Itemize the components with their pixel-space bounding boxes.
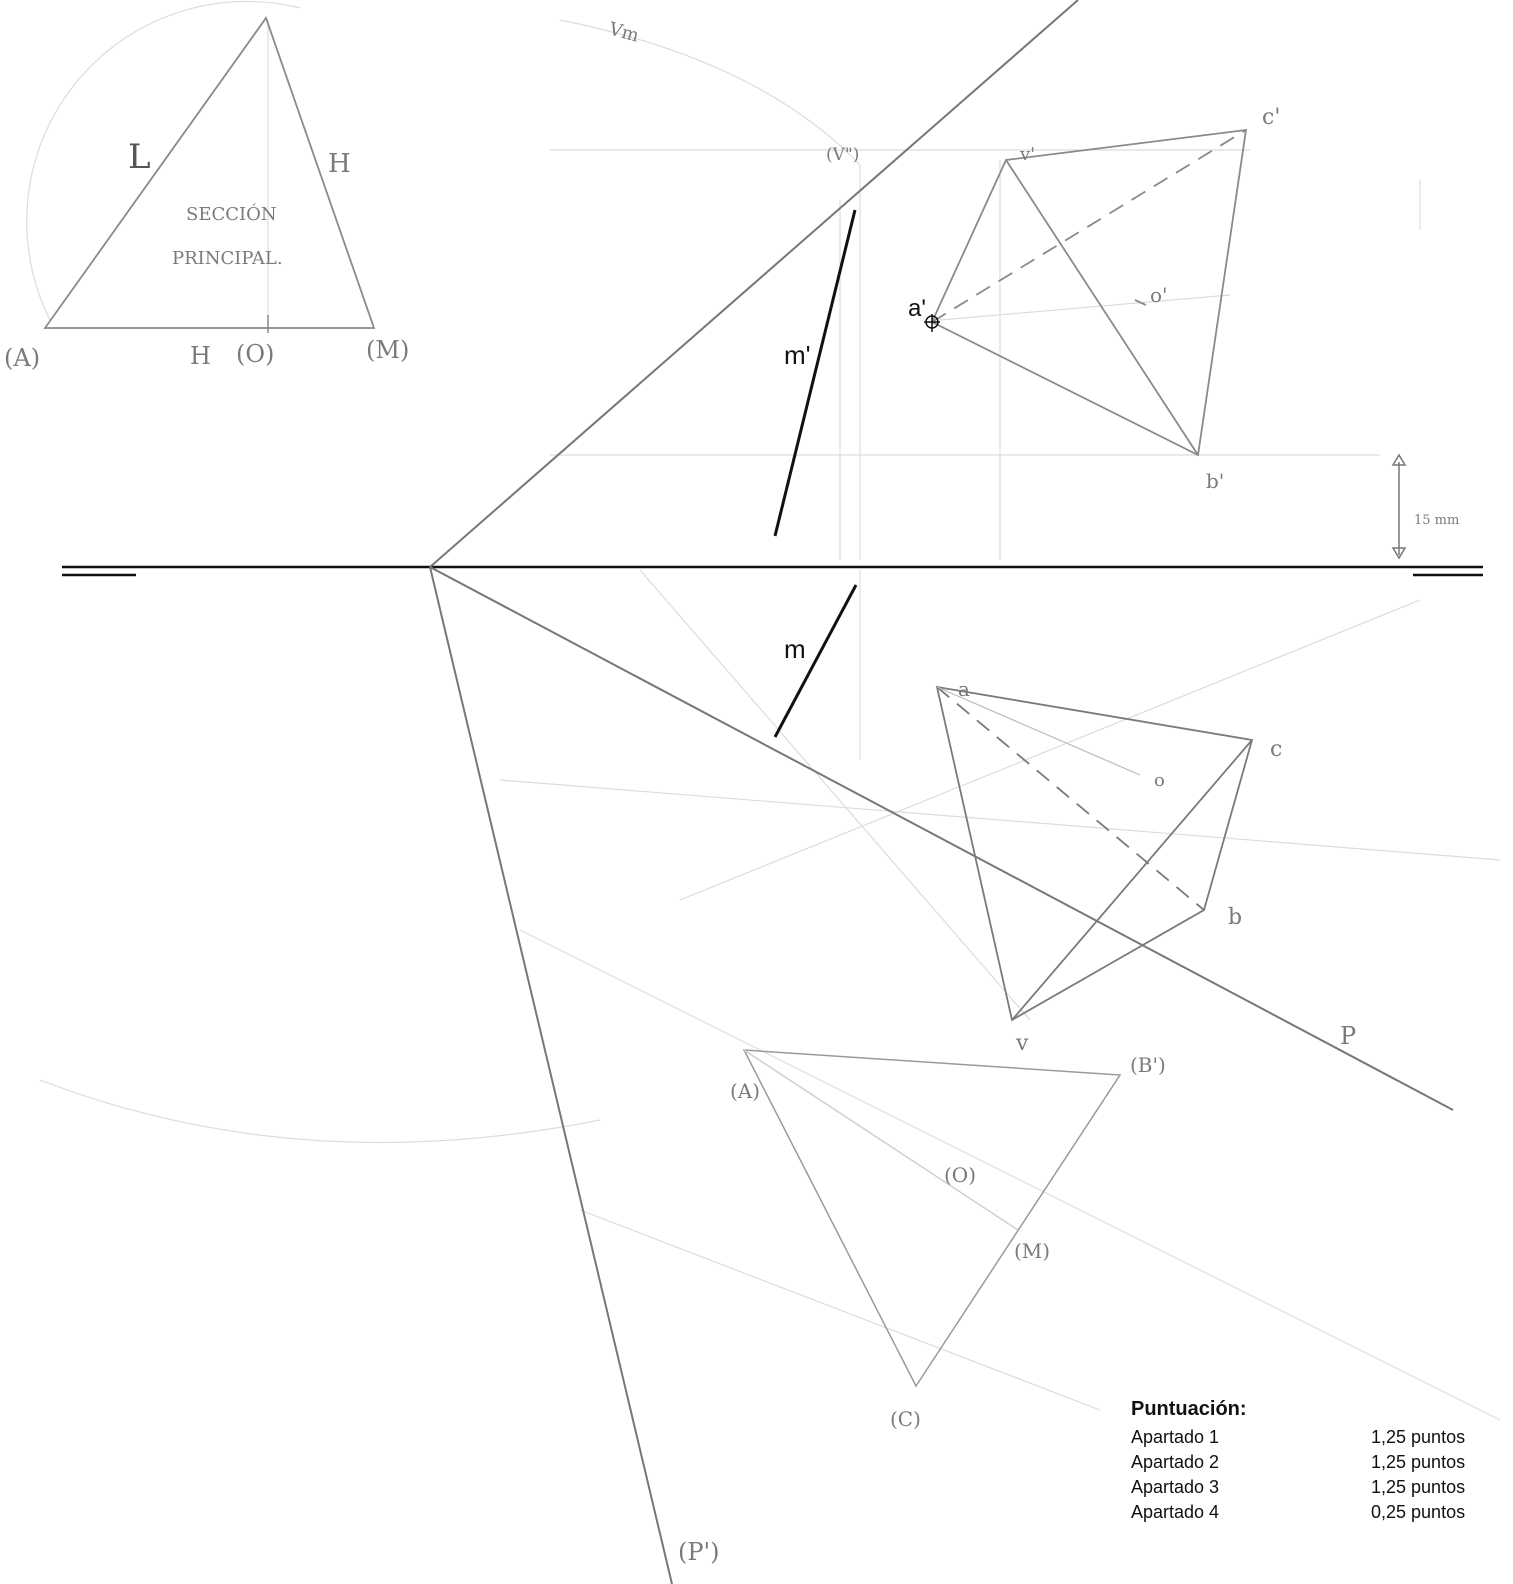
label-v-double-prime: (V")	[826, 145, 859, 165]
label-b: b	[1228, 905, 1242, 930]
label-c: c	[1270, 737, 1282, 762]
label-rO: (O)	[944, 1163, 976, 1187]
score-row-value: 0,25 puntos	[1371, 1502, 1466, 1522]
line-m-plan	[773, 584, 858, 738]
line-m	[773, 209, 858, 738]
label-rA: (A)	[730, 1079, 760, 1103]
front-view-pyramid	[924, 128, 1248, 457]
score-row-value: 1,25 puntos	[1371, 1477, 1466, 1497]
label-O: (O)	[236, 340, 274, 368]
score-table: Puntuación: Apartado 1 1,25 puntos Apart…	[1131, 1398, 1501, 1525]
plan-view-pyramid	[935, 685, 1254, 1022]
label-a: a	[958, 677, 970, 701]
label-m-prime: m'	[784, 340, 811, 370]
score-row-value: 1,25 puntos	[1371, 1427, 1466, 1447]
label-H-base: H	[190, 342, 211, 370]
score-row-label: Apartado 4	[1131, 1502, 1220, 1522]
label-15mm: 15 mm	[1414, 513, 1459, 528]
label-vm: Vm	[606, 18, 641, 46]
ground-line	[62, 565, 1483, 577]
score-row: Apartado 3 1,25 puntos	[1131, 1475, 1501, 1500]
score-title: Puntuación:	[1131, 1398, 1247, 1420]
label-b-prime: b'	[1206, 469, 1224, 493]
horizontal-trace-P	[429, 566, 1454, 1111]
label-a-prime: a'	[908, 295, 926, 322]
label-o-prime: o'	[1150, 283, 1168, 307]
label-rB: (B')	[1130, 1053, 1166, 1077]
score-row-label: Apartado 2	[1131, 1452, 1220, 1472]
label-principal: PRINCIPAL.	[172, 248, 283, 269]
rabatted-trace-P-prime	[429, 566, 673, 1584]
label-c-prime: c'	[1262, 105, 1280, 130]
score-row-value: 1,25 puntos	[1371, 1452, 1466, 1472]
plane-traces	[429, 0, 1454, 1584]
labels: L H SECCIÓN PRINCIPAL. (A) H (O) (M) Vm …	[4, 18, 1459, 1566]
label-m: m	[784, 634, 806, 664]
label-rM: (M)	[1014, 1239, 1050, 1263]
label-A: (A)	[4, 344, 40, 372]
score-row: Apartado 4 0,25 puntos	[1131, 1500, 1501, 1525]
construction-lines	[26, 0, 1501, 1421]
label-M: (M)	[366, 336, 409, 364]
principal-section-triangle	[43, 16, 376, 333]
vertical-trace	[429, 0, 1079, 568]
label-rC: (C)	[890, 1407, 921, 1431]
score-row-label: Apartado 1	[1131, 1427, 1220, 1447]
dimension-15mm	[1391, 453, 1407, 560]
label-P: P	[1340, 1022, 1356, 1050]
rabatted-triangle	[742, 1049, 1122, 1388]
label-seccion: SECCIÓN	[186, 202, 277, 225]
label-L: L	[128, 137, 151, 177]
label-H-side: H	[328, 149, 351, 179]
score-row: Apartado 2 1,25 puntos	[1131, 1450, 1501, 1475]
line-m-prime	[773, 209, 857, 537]
score-row: Apartado 1 1,25 puntos	[1131, 1425, 1501, 1450]
label-v-prime: v'	[1019, 144, 1035, 165]
score-row-label: Apartado 3	[1131, 1477, 1220, 1497]
label-o: o	[1154, 770, 1165, 791]
label-v: v	[1015, 1031, 1029, 1056]
label-P-prime: (P')	[678, 1538, 719, 1566]
